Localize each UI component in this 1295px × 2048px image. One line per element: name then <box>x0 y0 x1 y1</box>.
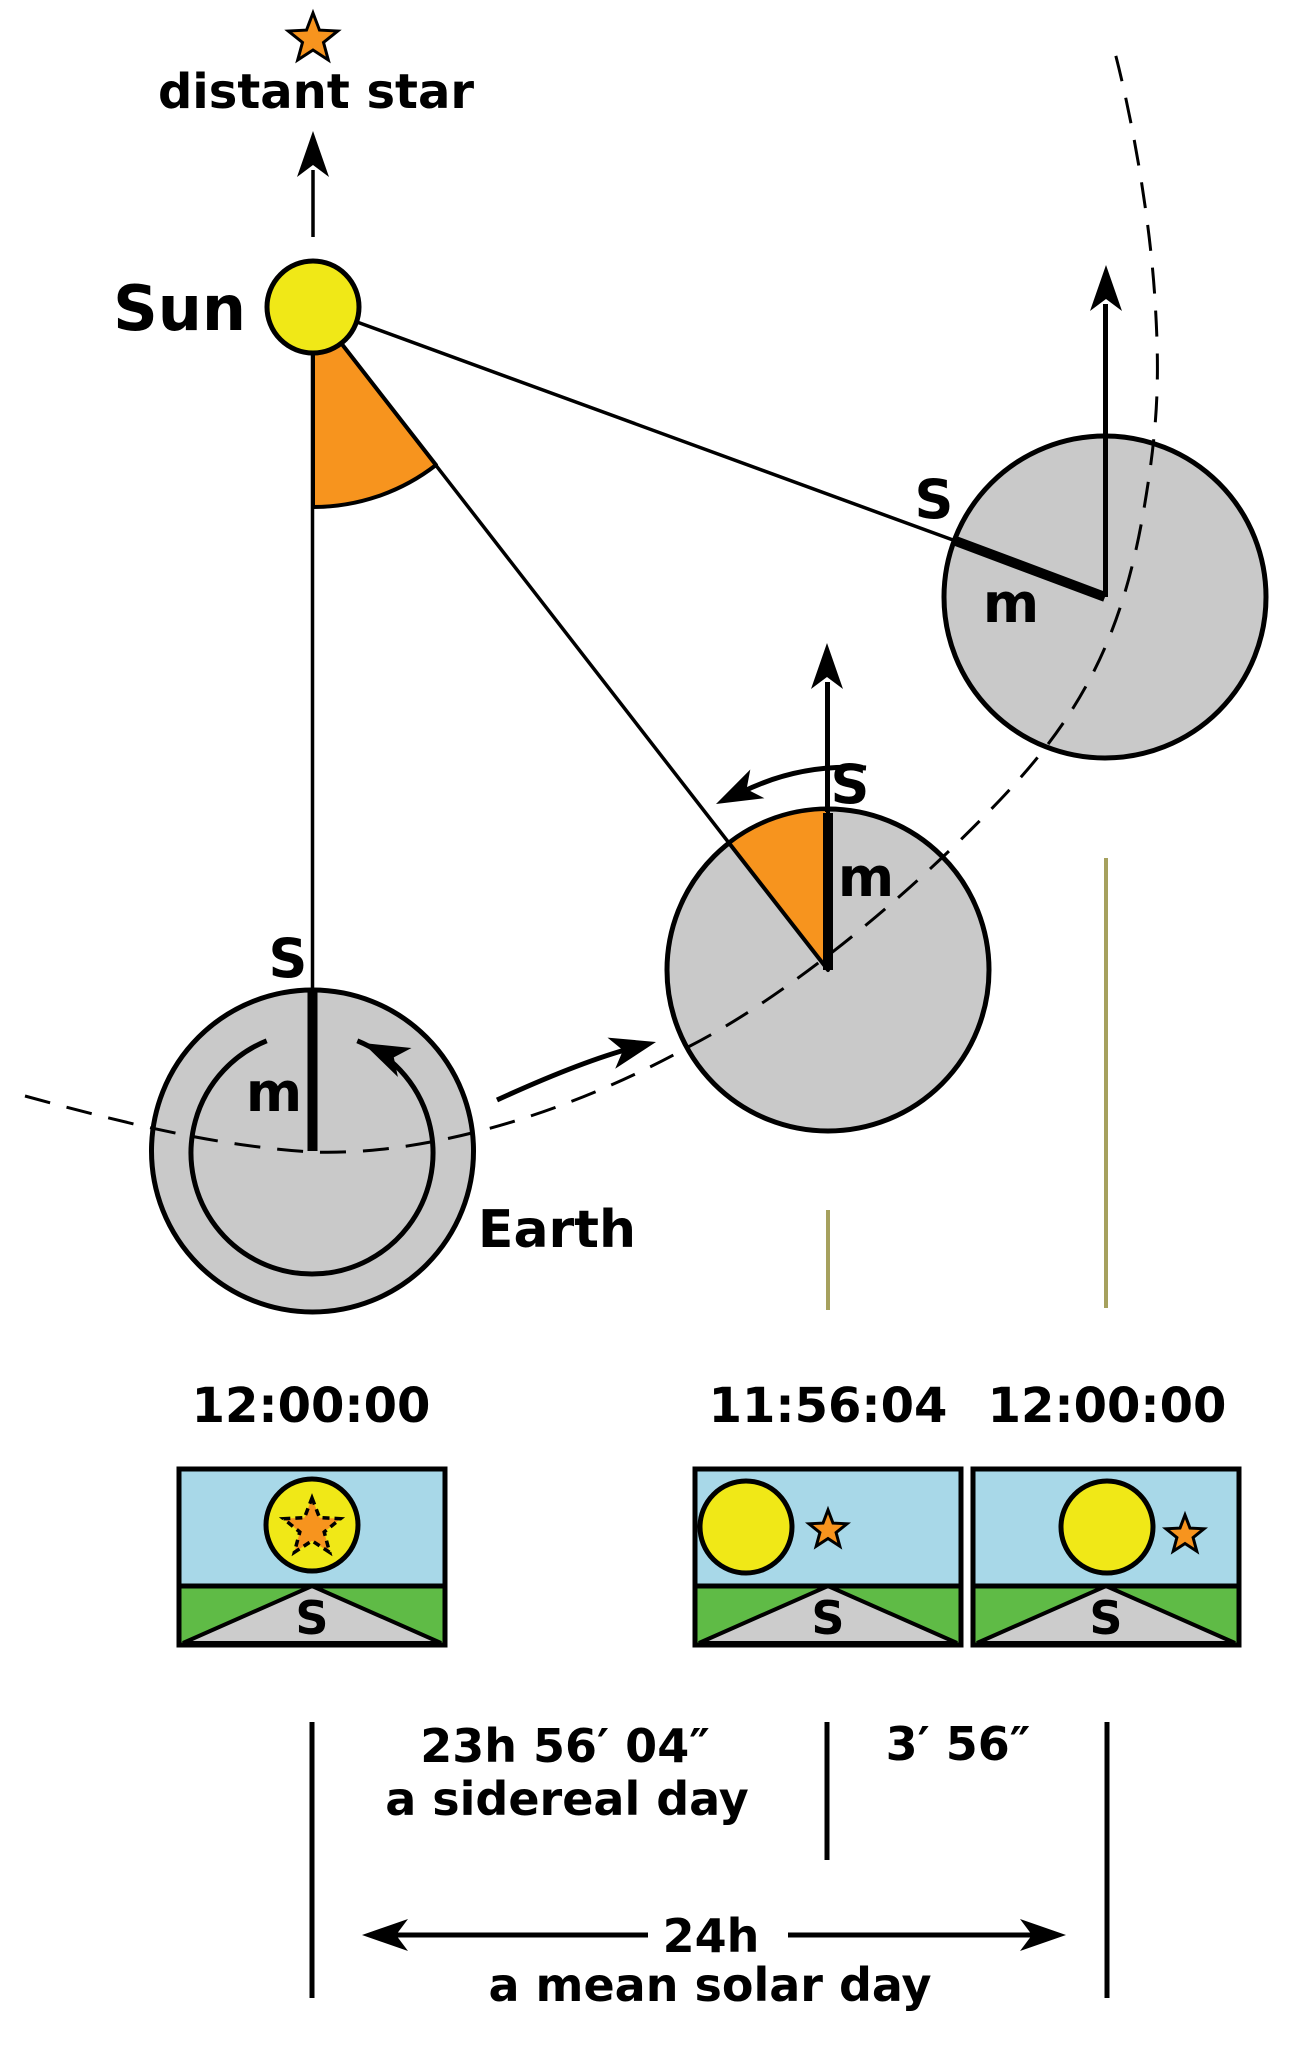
panel2-sun-icon <box>697 1478 795 1576</box>
earth1-rotation-arrow-head <box>363 1043 412 1077</box>
meridian-line-3 <box>951 535 1107 602</box>
sun-angle-wedge <box>311 305 438 510</box>
distant-star-icon <box>284 8 342 64</box>
sun-circle <box>264 258 362 356</box>
panel2-south-label: S <box>811 1591 844 1645</box>
solar-duration-label: 24h <box>663 1909 760 1963</box>
revolution-arrow-head <box>607 1037 656 1069</box>
orbit-path <box>24 44 1159 1154</box>
earth2-angle-wedge <box>727 807 830 972</box>
difference-label: 3′ 56″ <box>886 1717 1031 1771</box>
sun-sight-line-2 <box>339 341 731 845</box>
sidereal-duration-label: 23h 56′ 04″ <box>420 1719 710 1773</box>
sight-label-3: S <box>915 468 954 531</box>
panel-border-3 <box>970 1466 1242 1648</box>
panel3-south-label: S <box>1089 1591 1122 1645</box>
sky-panel-2: S <box>692 1466 964 1648</box>
solar-day-arrow-right-head <box>1020 1919 1066 1951</box>
panel-border-1 <box>176 1466 448 1648</box>
earth-label: Earth <box>478 1200 636 1260</box>
meridian-label-3: m <box>983 572 1039 635</box>
panel2-star-icon <box>804 1505 852 1550</box>
earth2-rotation-arrow <box>738 764 867 796</box>
star-arrow-head-top <box>297 131 329 177</box>
sight-label-1: S <box>269 927 308 990</box>
earth1-rotation-arrow <box>188 1038 436 1277</box>
solar-day-arrow-left-head <box>362 1919 408 1951</box>
clock-time-2: 11:56:04 <box>709 1378 948 1434</box>
sun-sight-line-3 <box>356 320 954 542</box>
panel3-sun-icon <box>1058 1478 1156 1576</box>
earth2-up-arrow-head <box>811 643 843 689</box>
solar-caption: a mean solar day <box>488 1958 931 2012</box>
distant-star-label: distant star <box>158 64 474 120</box>
earth3-up-arrow-head <box>1090 265 1122 311</box>
panel-border-2 <box>692 1466 964 1648</box>
sky-panel-3: S <box>970 1466 1242 1648</box>
sight-label-2: S <box>831 753 870 816</box>
panel1-star-icon <box>278 1493 346 1557</box>
panel3-star-icon <box>1161 1510 1209 1555</box>
revolution-arrow <box>495 1045 633 1103</box>
sidereal-caption: a sidereal day <box>385 1772 749 1826</box>
meridian-label-1: m <box>246 1061 302 1124</box>
meridian-label-2: m <box>838 846 894 909</box>
sun-label: Sun <box>113 272 246 345</box>
clock-time-1: 12:00:00 <box>192 1378 431 1434</box>
panel1-south-label: S <box>295 1591 328 1645</box>
sky-panel-1: S <box>176 1466 448 1648</box>
earth2-rotation-arrow-head <box>716 769 765 804</box>
solar-day-arrow <box>362 1919 1066 1951</box>
clock-time-3: 12:00:00 <box>988 1378 1227 1434</box>
